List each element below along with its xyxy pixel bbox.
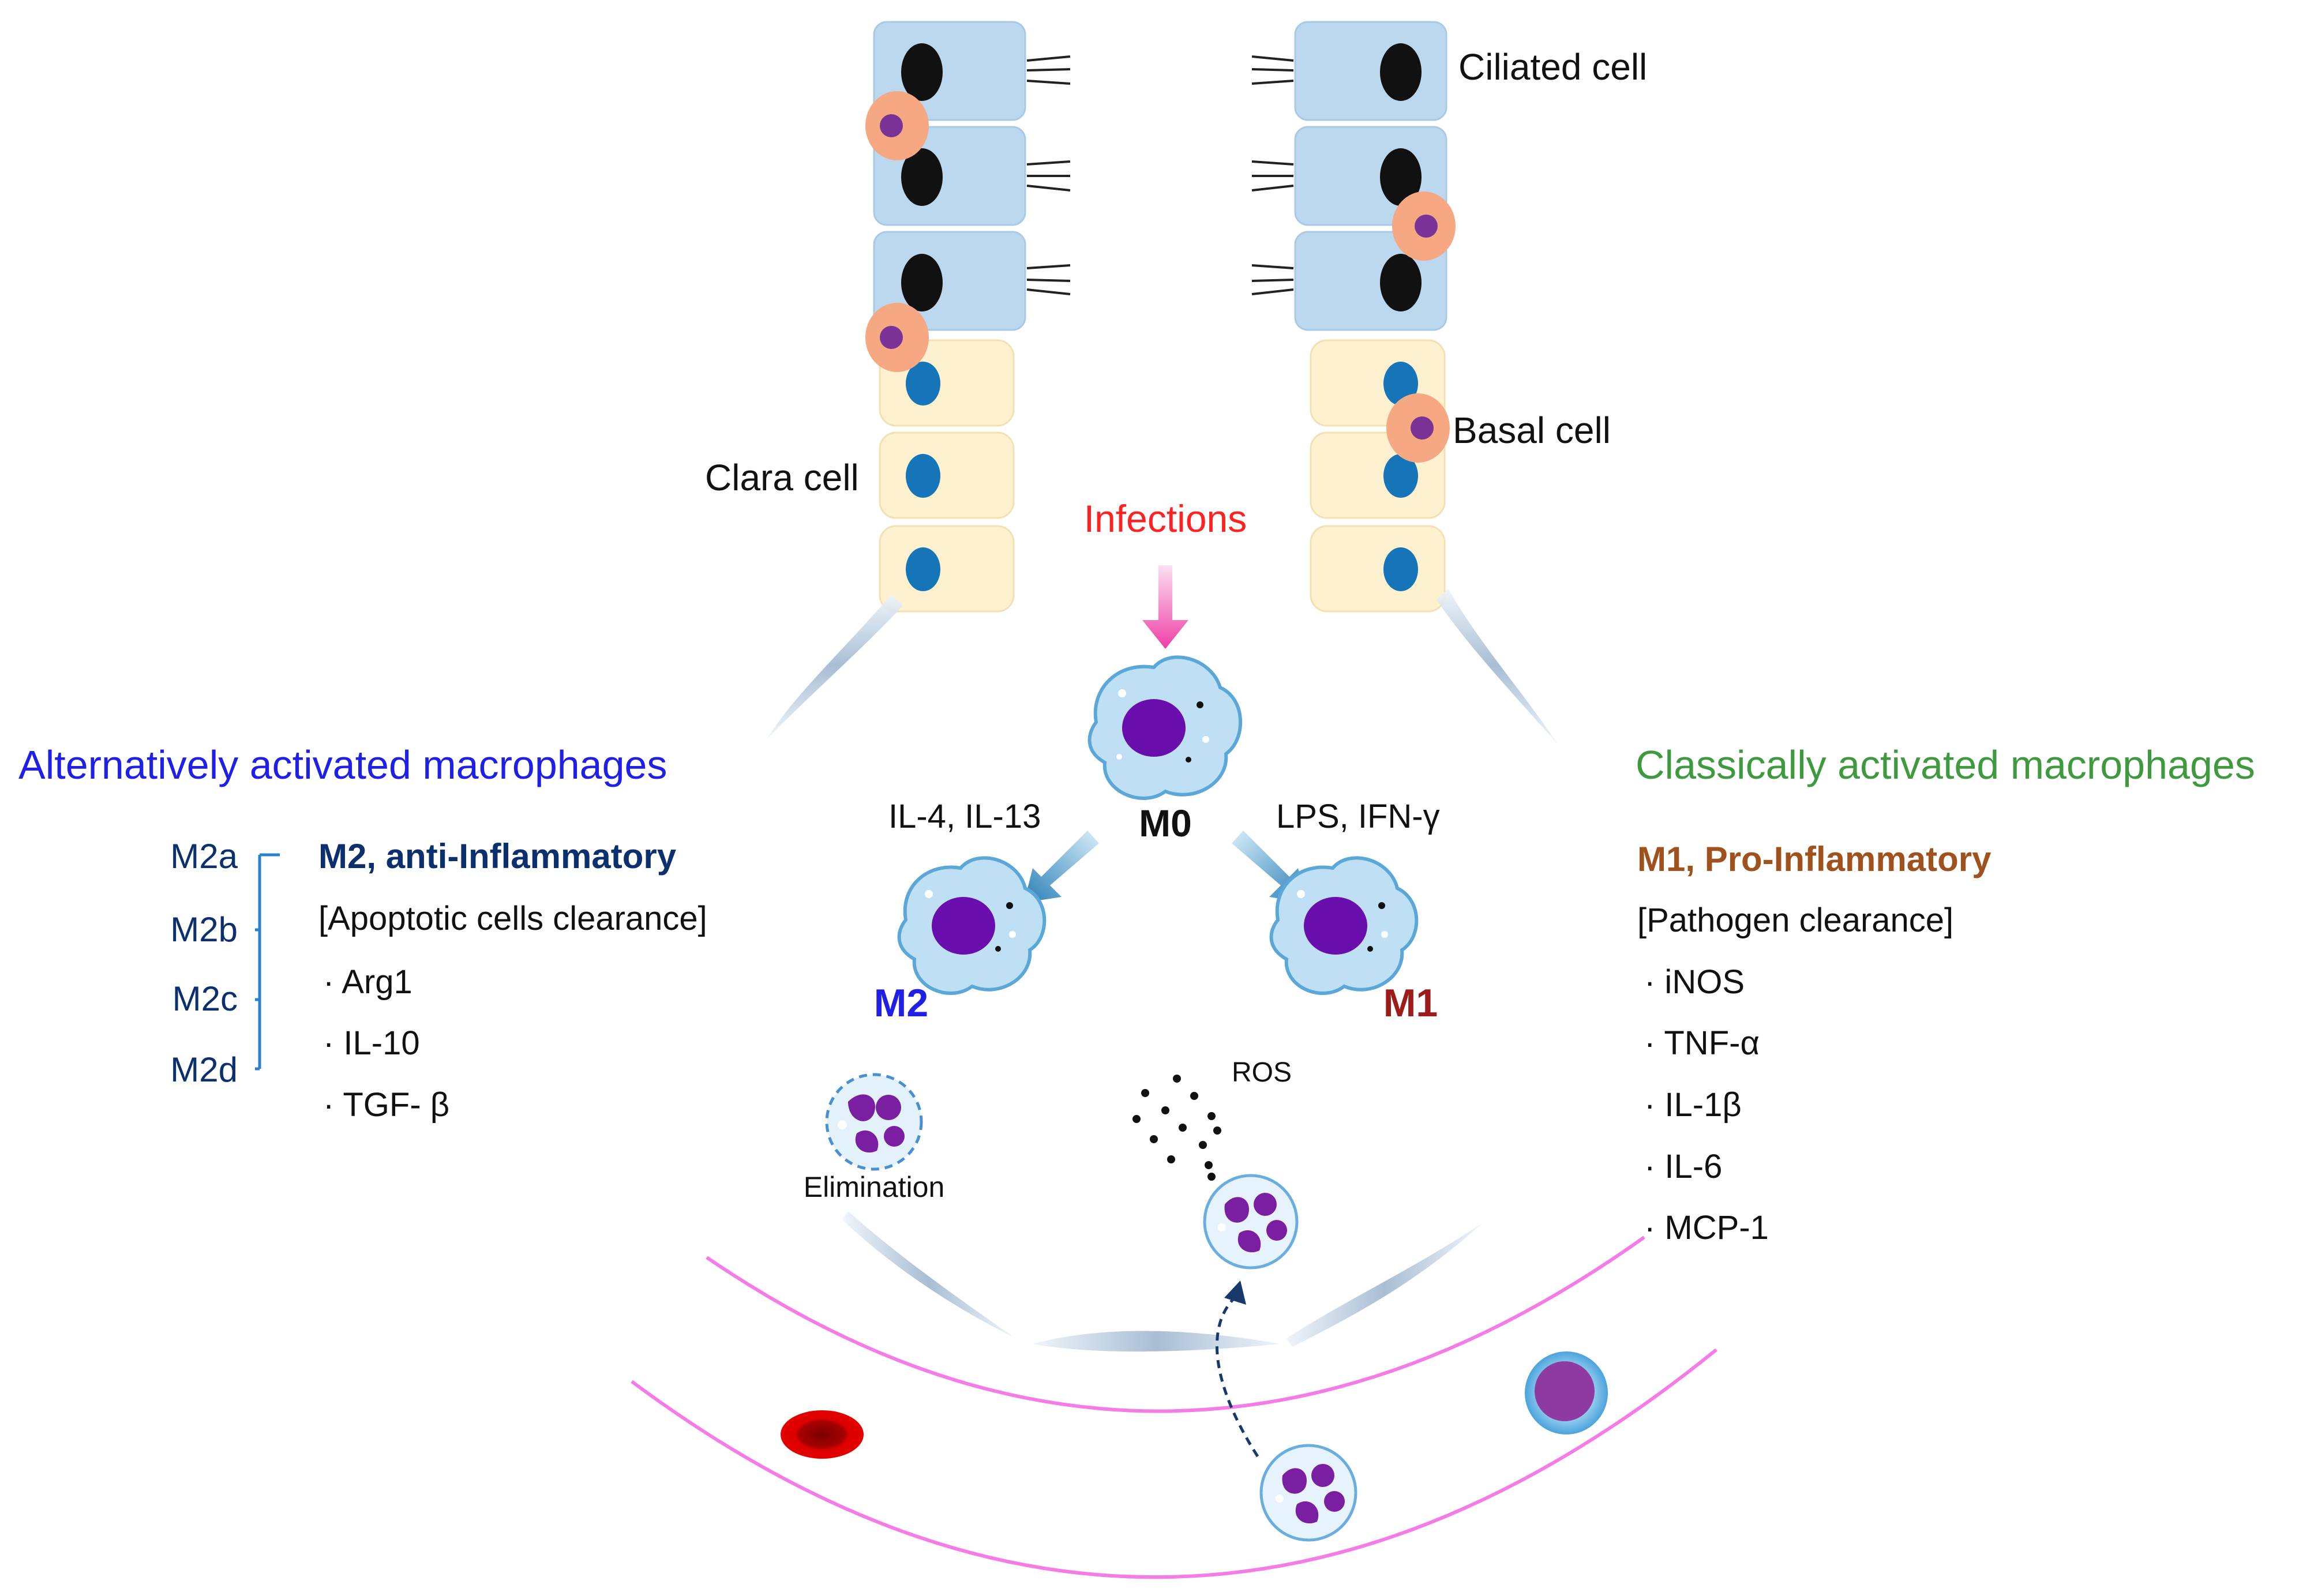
m1-function: [Pathogen clearance] xyxy=(1637,902,1953,939)
blood-vessel xyxy=(631,1236,1717,1579)
macrophage-m1 xyxy=(1269,856,1419,995)
basal-cell xyxy=(865,303,929,372)
m2-polarization-arrow xyxy=(1024,831,1099,903)
subtype-m2d: M2d xyxy=(170,1050,238,1089)
clara-cell xyxy=(1310,525,1446,613)
subtype-m2b: M2b xyxy=(170,910,238,949)
m2-heading: M2, anti-Inflammatory xyxy=(318,837,677,876)
m2-function: [Apoptotic cells clearance] xyxy=(318,900,707,937)
m1-marker: · IL-6 xyxy=(1644,1148,1722,1185)
ciliated-cell xyxy=(1251,21,1447,121)
ciliated-cell-label: Ciliated cell xyxy=(1458,46,1647,88)
m1-heading: M1, Pro-Inflammatory xyxy=(1637,840,1992,878)
basal-cell xyxy=(1392,191,1456,261)
right-epithelium: Ciliated cell Basal cell xyxy=(1251,21,1647,613)
alternative-title: Alternatively activated macrophages xyxy=(18,742,667,787)
cilia xyxy=(1026,55,1071,85)
cilia xyxy=(1251,160,1294,191)
macrophage-m0 xyxy=(1087,655,1243,800)
clara-cell xyxy=(879,431,1015,519)
m2-subtypes: M2a M2b M2c M2d xyxy=(170,837,238,1089)
ros-particles xyxy=(1132,1075,1221,1181)
cilia xyxy=(1026,264,1071,295)
infection-arrow-icon xyxy=(1142,565,1188,649)
infections-label: Infections xyxy=(1084,497,1247,540)
basal-cell xyxy=(1386,393,1450,463)
classical-title: Classically activated macrophages xyxy=(1636,742,2255,787)
vessel-wall-lower xyxy=(631,1348,1717,1579)
macrophage-m2 xyxy=(897,856,1047,995)
apoptotic-cell-icon xyxy=(825,1073,923,1171)
m1-label: M1 xyxy=(1383,981,1438,1025)
m2-stimuli: IL-4, IL-13 xyxy=(888,798,1041,835)
ros-label: ROS xyxy=(1232,1057,1292,1088)
lymphocyte xyxy=(1525,1351,1608,1434)
m2-marker: · Arg1 xyxy=(323,963,412,1001)
ciliated-cell xyxy=(873,231,1071,331)
red-blood-cell xyxy=(781,1410,864,1459)
m0-label: M0 xyxy=(1139,802,1192,844)
cilia xyxy=(1251,264,1294,295)
clara-cell xyxy=(879,525,1015,613)
migration-arrow xyxy=(1215,1280,1259,1458)
tissue-strokes xyxy=(767,588,1558,1352)
m2-label: M2 xyxy=(874,981,928,1025)
subtype-m2a: M2a xyxy=(170,837,238,876)
m1-marker: · TNF-α xyxy=(1644,1024,1760,1062)
basal-cell-label: Basal cell xyxy=(1453,410,1611,451)
m1-stimuli: LPS, IFN-γ xyxy=(1276,798,1440,835)
basal-cell xyxy=(865,91,929,160)
neutrophil-icon xyxy=(1259,1444,1357,1542)
m1-marker: · iNOS xyxy=(1644,963,1745,1001)
cilia xyxy=(1026,160,1071,191)
m1-marker: · MCP-1 xyxy=(1644,1209,1769,1246)
left-epithelium: Clara cell xyxy=(705,21,1071,613)
m2-marker: · IL-10 xyxy=(323,1024,420,1062)
m2-marker: · TGF- β xyxy=(323,1086,449,1124)
clara-cell-label: Clara cell xyxy=(705,457,859,498)
m1-marker: · IL-1β xyxy=(1644,1086,1742,1124)
cilia xyxy=(1251,55,1294,85)
vessel-wall-upper xyxy=(706,1236,1645,1413)
elimination-label: Elimination xyxy=(804,1171,945,1203)
subtype-m2c: M2c xyxy=(172,979,238,1018)
m2-subtype-bracket xyxy=(255,853,280,1071)
neutrophil-icon xyxy=(1203,1174,1299,1270)
